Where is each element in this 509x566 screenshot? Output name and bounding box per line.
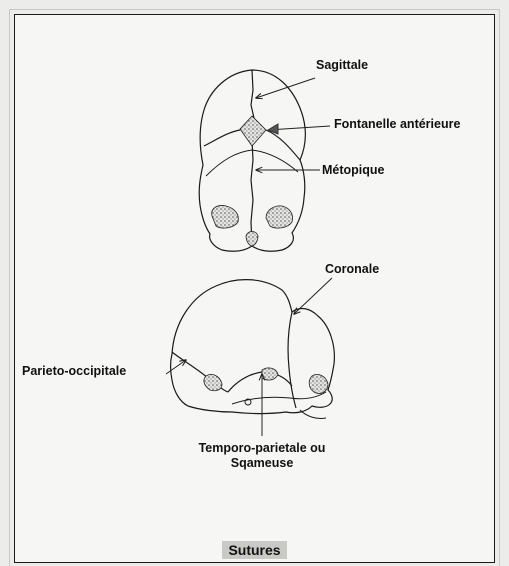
metopic-suture	[251, 140, 253, 246]
label-parieto-occipitale: Parieto-occipitale	[22, 364, 126, 379]
label-fontanelle-anterieure: Fontanelle antérieure	[334, 117, 460, 132]
pointer-sagittale	[256, 78, 315, 98]
coronal-suture-left	[204, 130, 240, 146]
pointer-fontanelle-tip	[268, 124, 278, 134]
right-orbit	[266, 206, 293, 228]
label-sagittale: Sagittale	[316, 58, 368, 73]
caption-text: Sutures	[222, 541, 286, 559]
sagittal-suture	[251, 70, 254, 118]
label-metopique: Métopique	[322, 163, 385, 178]
squamosal-suture	[228, 372, 292, 392]
label-temporo-line1: Temporo-parietale ou	[170, 441, 354, 456]
temporal-area	[262, 368, 278, 380]
left-orbit	[212, 205, 239, 228]
pointer-coronale	[294, 278, 332, 314]
label-temporo-line2: Sqameuse	[170, 456, 354, 471]
pointer-parieto	[166, 360, 186, 374]
nasal-area	[246, 232, 258, 247]
label-coronale: Coronale	[325, 262, 379, 277]
mastoid-fontanelle	[204, 374, 222, 390]
caption: Sutures	[0, 541, 509, 560]
side-coronal-suture	[288, 312, 296, 408]
sphenoid-fontanelle	[309, 374, 328, 393]
side-skull	[171, 280, 335, 419]
anterior-fontanelle	[240, 116, 266, 146]
label-temporo-parietale: Temporo-parietale ou Sqameuse	[170, 441, 354, 471]
